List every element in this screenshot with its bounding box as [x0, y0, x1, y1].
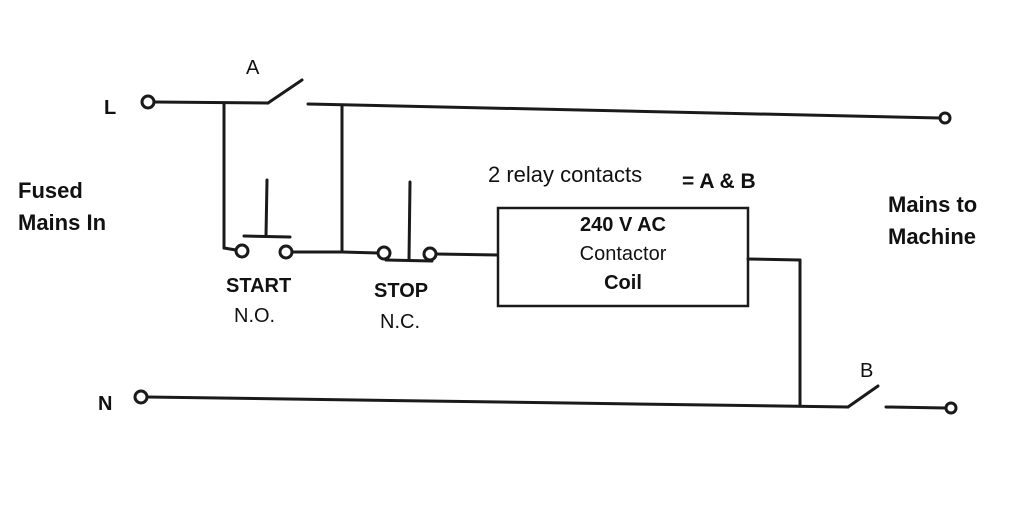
neutral-label: N: [98, 393, 112, 415]
stop-pushbutton: [376, 180, 438, 263]
coil-label-line1: 240 V AC: [580, 214, 666, 236]
neutral-wire-in: [145, 395, 850, 409]
contact-a-switch-blade: [266, 78, 304, 105]
stop-button-stem: [407, 180, 412, 262]
contact-b-switch-blade: [846, 384, 880, 409]
coil-label-line2: Contactor: [580, 243, 667, 265]
contact-b-label: B: [860, 360, 873, 382]
start-title-label: START: [226, 275, 291, 297]
stop-left-contact: [376, 245, 392, 261]
start-left-contact: [234, 243, 250, 259]
live-output-terminal: [938, 111, 952, 125]
coil-label-line3: Coil: [604, 272, 642, 294]
stop-right-contact: [422, 246, 438, 262]
contact-a-label: A: [246, 57, 260, 79]
fused-mains-in-label-line2: Mains In: [18, 210, 106, 235]
start-lead-wire: [222, 246, 238, 252]
start-pushbutton: [222, 178, 294, 260]
coil-return-wire: [746, 257, 802, 262]
contactor-coil-box: [496, 206, 750, 308]
live-input-terminal: [140, 94, 156, 110]
stop-title-label: STOP: [374, 280, 428, 302]
live-line: [140, 78, 952, 125]
start-type-label: N.O.: [234, 305, 275, 327]
neutral-line: [133, 384, 958, 415]
neutral-wire-out: [884, 405, 948, 410]
relay-contacts-value: = A & B: [682, 170, 756, 193]
live-label: L: [104, 97, 116, 119]
start-right-contact: [278, 244, 294, 260]
relay-contacts-label: 2 relay contacts: [488, 162, 642, 187]
stop-type-label: N.C.: [380, 311, 420, 333]
mains-to-machine-label-line2: Machine: [888, 224, 976, 249]
mains-to-machine-label-line1: Mains to: [888, 192, 977, 217]
neutral-output-terminal: [944, 401, 958, 415]
stop-lead-wire: [340, 250, 380, 255]
fused-mains-in-label-line1: Fused: [18, 178, 83, 203]
live-wire-in: [152, 100, 270, 105]
live-wire-out: [306, 102, 942, 120]
neutral-input-terminal: [133, 389, 149, 405]
start-button-stem: [264, 178, 269, 238]
stop-to-coil-wire: [434, 252, 500, 257]
